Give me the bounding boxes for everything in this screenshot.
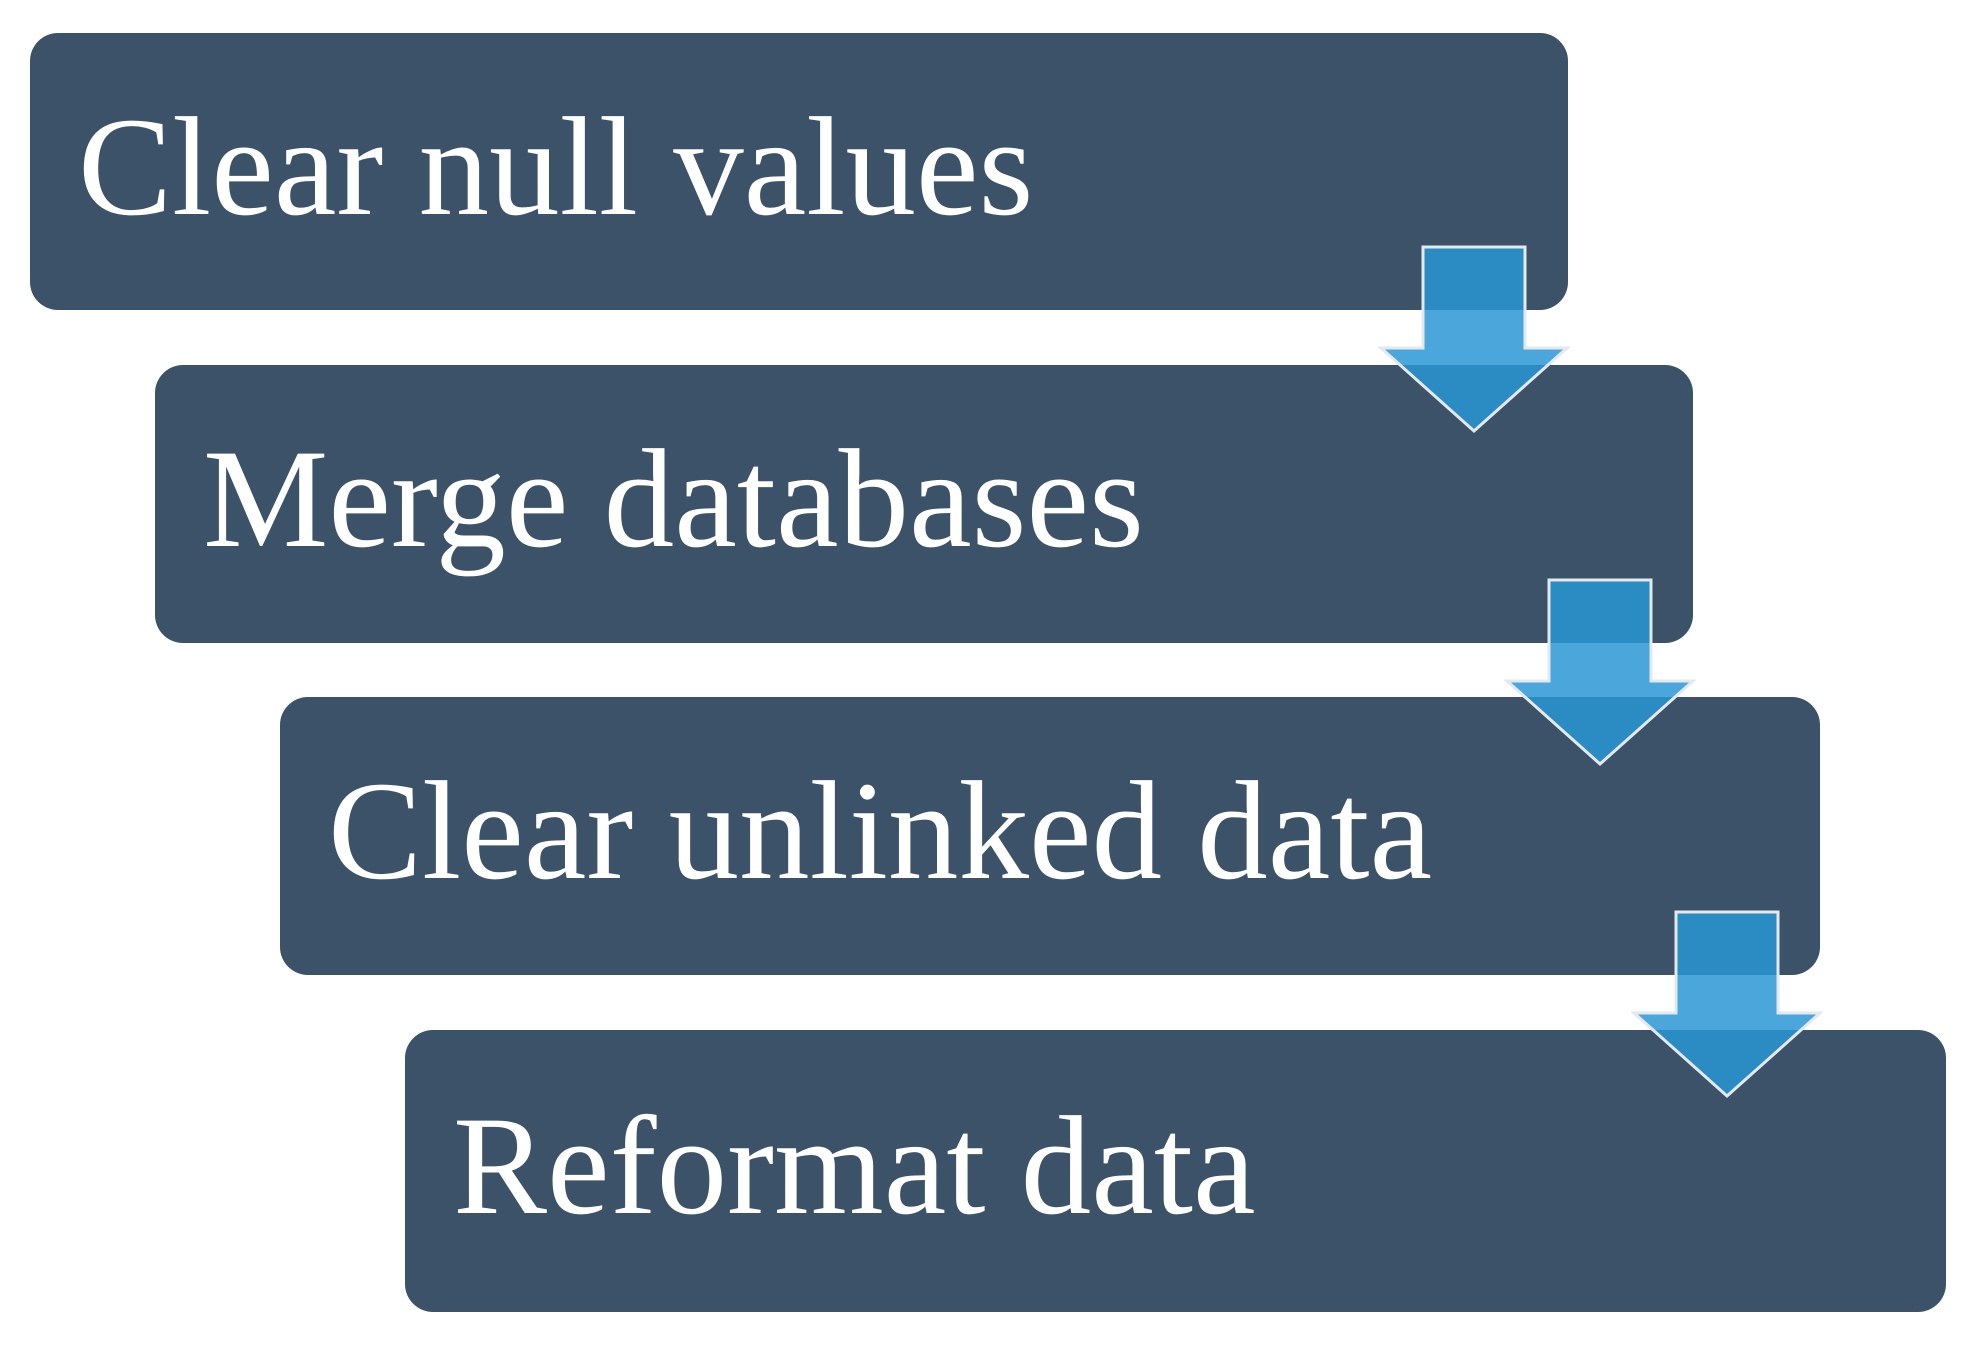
step-box-merge-databases: Merge databases	[155, 365, 1693, 643]
step-label: Clear null values	[78, 88, 1034, 245]
step-label: Clear unlinked data	[328, 753, 1433, 910]
step-label: Reformat data	[453, 1088, 1256, 1245]
step-box-clear-unlinked-data: Clear unlinked data	[280, 697, 1820, 975]
step-box-clear-null-values: Clear null values	[30, 33, 1568, 310]
down-arrow-icon	[1631, 910, 1823, 1099]
down-arrow-icon	[1378, 245, 1570, 434]
step-box-reformat-data: Reformat data	[405, 1030, 1946, 1312]
down-arrow-icon	[1504, 578, 1696, 767]
step-label: Merge databases	[203, 421, 1144, 578]
